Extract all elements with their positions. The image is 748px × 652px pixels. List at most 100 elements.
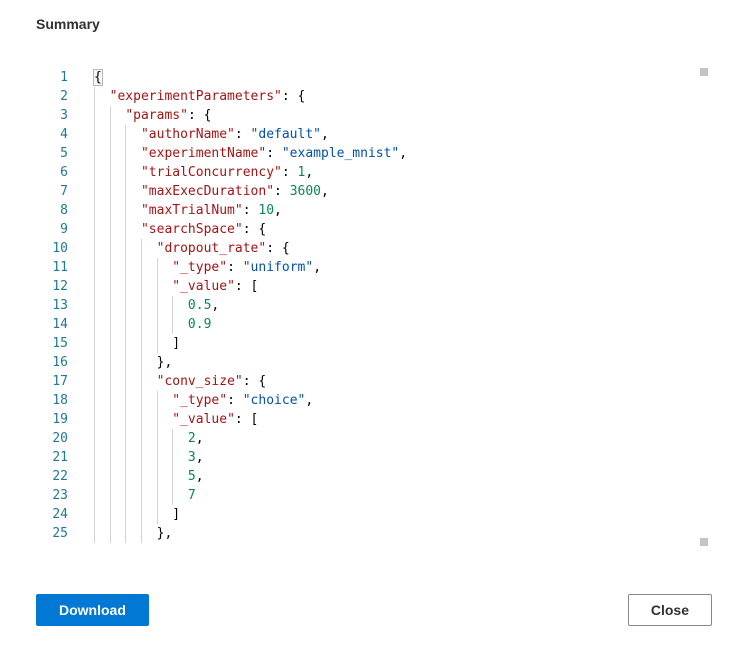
code-line: 2 "experimentParameters": { [36, 87, 712, 106]
line-number: 4 [60, 127, 68, 142]
code-token: , [321, 184, 329, 199]
indent-guide [125, 505, 127, 524]
indent-guide [125, 163, 127, 182]
code-token: "dropout_rate" [156, 241, 267, 256]
line-number: 17 [52, 374, 68, 389]
code-token: , [305, 165, 314, 180]
indent-guide [109, 258, 111, 277]
code-token: ] [172, 507, 181, 522]
code-line-content: "searchSpace": { [94, 220, 266, 239]
indent-guide [172, 467, 174, 486]
code-token [94, 279, 172, 294]
code-token: "choice" [242, 393, 306, 408]
code-line-content: "_type": "choice", [94, 391, 313, 410]
indent-guide [172, 486, 174, 505]
code-token: , [195, 469, 204, 484]
indent-guide [94, 239, 95, 258]
indent-guide [94, 106, 95, 125]
indent-guide [109, 182, 111, 201]
close-button[interactable]: Close [627, 594, 712, 626]
indent-guide [94, 87, 95, 106]
code-token: "default" [250, 127, 321, 142]
code-token: 2 [187, 431, 196, 446]
indent-guide [94, 391, 95, 410]
code-line-content: "maxExecDuration": 3600, [94, 182, 329, 201]
code-line: 22 5, [36, 467, 712, 486]
code-token: 0.9 [187, 317, 212, 332]
line-number: 1 [60, 70, 68, 85]
code-line-content: ] [94, 505, 180, 524]
code-token [94, 89, 110, 104]
indent-guide [125, 220, 127, 239]
code-token: : { [266, 241, 290, 256]
code-token: , [305, 393, 314, 408]
indent-guide [94, 277, 95, 296]
code-line: 11 "_type": "uniform", [36, 258, 712, 277]
indent-guide [94, 353, 95, 372]
indent-guide [109, 524, 111, 543]
indent-guide [125, 524, 127, 543]
indent-guide [94, 410, 95, 429]
code-line: 19 "_value": [ [36, 410, 712, 429]
code-line: 7 "maxExecDuration": 3600, [36, 182, 712, 201]
indent-guide [94, 258, 95, 277]
line-number: 22 [52, 469, 68, 484]
indent-guide [140, 372, 142, 391]
code-line-content: "maxTrialNum": 10, [94, 201, 282, 220]
code-token: 1 [297, 165, 306, 180]
code-line-content: 0.5, [94, 296, 219, 315]
indent-guide [109, 239, 111, 258]
code-token [94, 507, 172, 522]
indent-guide [125, 239, 127, 258]
line-number: 18 [52, 393, 68, 408]
code-token: "_value" [172, 412, 235, 427]
indent-guide [156, 410, 158, 429]
code-token: }, [156, 355, 173, 370]
indent-guide [156, 334, 158, 353]
code-token: "_value" [172, 279, 235, 294]
code-line: 4 "authorName": "default", [36, 125, 712, 144]
indent-guide [109, 353, 111, 372]
code-token: : [266, 146, 282, 161]
line-number: 6 [60, 165, 68, 180]
code-line: 10 "dropout_rate": { [36, 239, 712, 258]
indent-guide [140, 239, 142, 258]
code-token: 3 [187, 450, 196, 465]
code-token: "params" [125, 108, 188, 123]
code-line-content: "dropout_rate": { [94, 239, 290, 258]
line-number: 19 [52, 412, 68, 427]
line-number: 24 [52, 507, 68, 522]
code-token: "example_mnist" [281, 146, 400, 161]
code-line: 13 0.5, [36, 296, 712, 315]
line-number: 5 [60, 146, 68, 161]
scrollbar-bottom-square[interactable] [700, 538, 708, 546]
line-number: 14 [52, 317, 68, 332]
code-token: "trialConcurrency" [140, 165, 282, 180]
code-line-content: 3, [94, 448, 204, 467]
indent-guide [140, 277, 142, 296]
code-token: ] [172, 336, 181, 351]
code-token: , [195, 431, 204, 446]
indent-guide [109, 410, 111, 429]
code-token [94, 146, 141, 161]
line-number: 7 [60, 184, 68, 199]
code-token: : [274, 184, 290, 199]
json-editor[interactable]: 1{2 "experimentParameters": {3 "params":… [36, 64, 712, 554]
indent-guide [94, 182, 95, 201]
indent-guide [94, 334, 95, 353]
code-line: 9 "searchSpace": { [36, 220, 712, 239]
indent-guide [125, 391, 127, 410]
code-line: 18 "_type": "choice", [36, 391, 712, 410]
code-line-content: 7 [94, 486, 196, 505]
code-line-content: }, [94, 524, 172, 543]
indent-guide [109, 125, 111, 144]
scrollbar-top-square[interactable] [700, 68, 708, 76]
line-number: 16 [52, 355, 68, 370]
code-line: 8 "maxTrialNum": 10, [36, 201, 712, 220]
download-button[interactable]: Download [36, 594, 149, 626]
indent-guide [94, 125, 95, 144]
indent-guide [109, 372, 111, 391]
line-number: 25 [52, 526, 68, 541]
indent-guide [109, 391, 111, 410]
code-token: }, [156, 526, 173, 541]
